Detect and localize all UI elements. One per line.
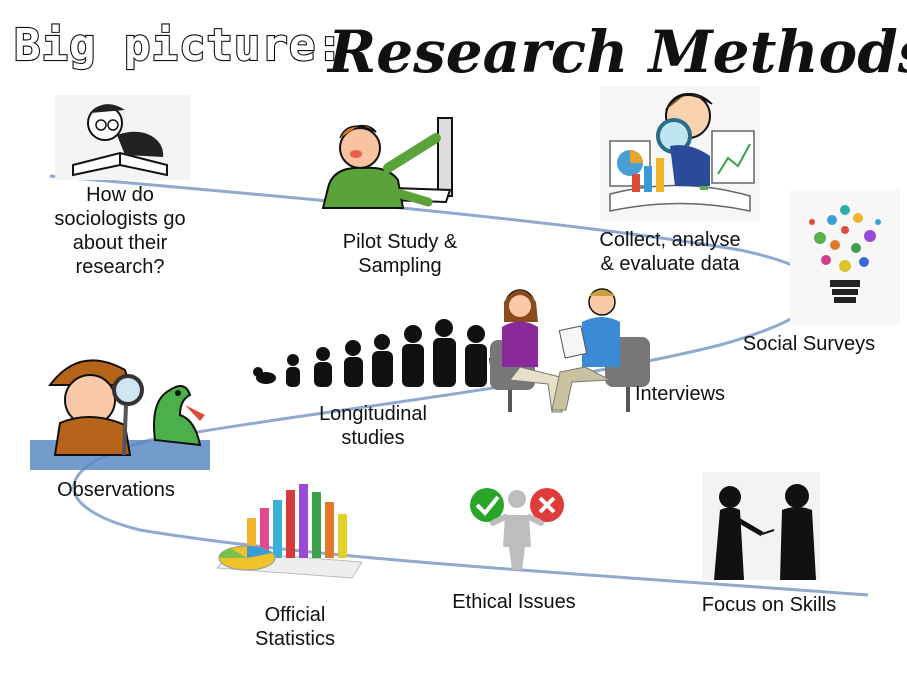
label-line: Official [264,604,326,626]
label-skills: Focus on Skills [684,593,854,617]
human-growth-icon [253,319,495,388]
label-line: Observations [57,479,175,501]
label-line: Pilot Study & [342,231,458,253]
magnifying-glass-data-icon [600,86,760,221]
title-prefix: Big picture: [14,20,344,71]
label-line: Focus on Skills [701,594,837,616]
label-official: Official Statistics [230,603,360,651]
bar-chart-icon [215,484,363,579]
detective-dragon-icon [30,359,210,470]
label-ethical: Ethical Issues [432,590,596,614]
tick-cross-person-icon [470,488,564,570]
label-collect: Collect, analyse & evaluate data [570,228,770,276]
interview-people-icon [490,288,650,413]
label-line: Interviews [634,383,726,405]
label-line: Collect, analyse [599,229,741,251]
microphone-interview-icon [702,472,820,580]
label-line: studies [341,427,405,449]
label-longitudinal: Longitudinal studies [298,402,448,450]
title-main: Research Methods [326,18,907,86]
label-line: Ethical Issues [452,591,576,613]
computer-user-icon [321,117,453,209]
label-line: Social Surveys [742,333,876,355]
label-interviews: Interviews [618,382,742,406]
lightbulb-icon [790,190,900,325]
label-line: sociologists go [54,208,186,230]
label-line: Statistics [254,628,336,650]
label-line: about their [72,232,168,254]
label-line: research? [75,256,165,278]
reading-book-icon [55,95,190,180]
winding-path [49,174,869,597]
label-pilot: Pilot Study & Sampling [315,230,485,278]
label-observations: Observations [38,478,194,502]
label-line: Longitudinal [319,403,427,425]
label-surveys: Social Surveys [724,332,894,356]
label-how-do: How do sociologists go about their resea… [40,183,200,279]
label-line: Sampling [358,255,442,277]
label-line: & evaluate data [600,253,740,275]
label-line: How do [86,184,154,206]
